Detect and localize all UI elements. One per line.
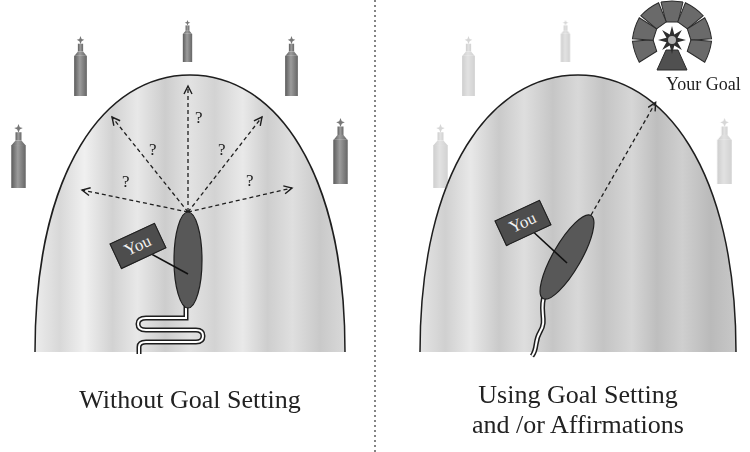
question-mark: ? bbox=[149, 140, 157, 160]
person-drawing bbox=[174, 212, 202, 308]
faded-bottle bbox=[717, 118, 731, 184]
goal-bottle bbox=[11, 124, 25, 188]
sun-petal bbox=[640, 2, 670, 32]
direction-arrow bbox=[82, 190, 188, 212]
goal-bottle bbox=[333, 118, 347, 184]
name-flag: You bbox=[494, 200, 551, 246]
direction-arrow bbox=[187, 86, 188, 212]
faded-bottle bbox=[462, 36, 475, 96]
question-mark: ? bbox=[246, 171, 254, 191]
goal-bottle bbox=[74, 36, 87, 96]
faded-bottle bbox=[561, 20, 570, 62]
wandering-trail bbox=[138, 300, 203, 354]
question-mark: ? bbox=[195, 108, 203, 128]
person-figure: You bbox=[174, 212, 202, 308]
field-oval-outline bbox=[35, 75, 345, 352]
goal-bottle bbox=[285, 36, 298, 96]
goal-star bbox=[658, 26, 686, 54]
panel-divider bbox=[374, 0, 375, 452]
question-mark-holder: ? bbox=[122, 172, 130, 192]
straight-trail-core bbox=[532, 294, 545, 356]
goal-star-center bbox=[668, 36, 676, 44]
panel-caption: Using Goal Setting and /or Affirmations bbox=[466, 380, 691, 440]
person-body bbox=[174, 212, 202, 308]
sun-petal bbox=[686, 35, 713, 62]
panel-caption-holder: Using Goal Setting and /or Affirmations bbox=[466, 380, 691, 440]
person-figure: You bbox=[540, 215, 594, 299]
straight-trail bbox=[532, 294, 545, 356]
direction-arrow bbox=[188, 188, 292, 212]
goal-label: Your Goal bbox=[666, 74, 741, 95]
goal-bottle bbox=[183, 20, 192, 62]
panel-caption-holder: Without Goal Setting bbox=[40, 385, 340, 415]
direction-arrow bbox=[112, 117, 188, 212]
name-flag: You bbox=[109, 223, 166, 269]
question-mark: ? bbox=[218, 140, 226, 160]
field-oval bbox=[35, 75, 345, 352]
question-mark-holder: ? bbox=[149, 140, 157, 160]
faded-bottle bbox=[433, 124, 447, 188]
question-mark-holder: ? bbox=[246, 171, 254, 191]
direction-arrow bbox=[591, 102, 656, 215]
goal-icon: Your Goal bbox=[626, 0, 746, 99]
question-mark: ? bbox=[122, 172, 130, 192]
field-oval bbox=[420, 75, 736, 352]
panel-caption: Without Goal Setting bbox=[40, 385, 340, 415]
question-mark-holder: ? bbox=[195, 108, 203, 128]
field-oval-outline bbox=[420, 75, 736, 352]
question-mark-holder: ? bbox=[218, 140, 226, 160]
person-drawing bbox=[540, 215, 594, 299]
wandering-trail-core bbox=[138, 300, 203, 354]
